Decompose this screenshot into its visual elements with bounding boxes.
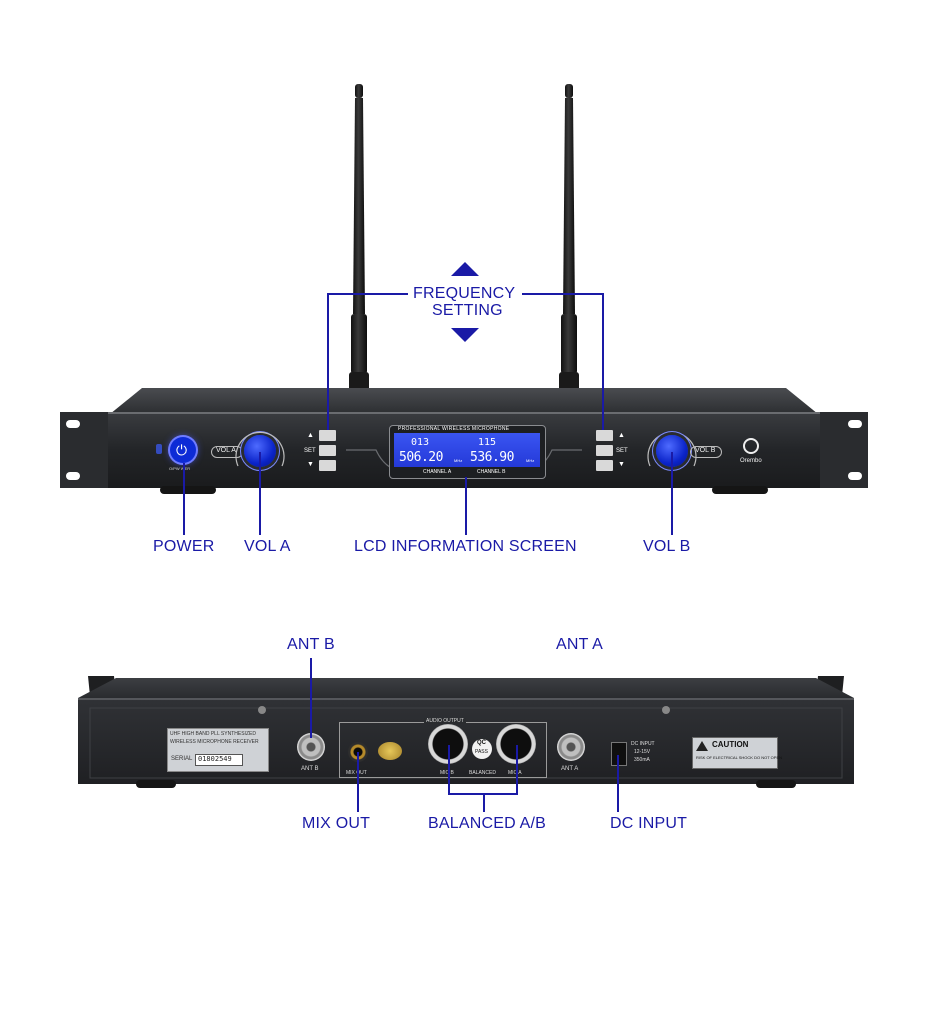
dc-input-callout: DC INPUT (610, 815, 688, 832)
set-button-left[interactable] (319, 445, 336, 456)
balanced-leader-left (448, 745, 450, 794)
lcd-channel-b-number: 115 (478, 437, 497, 448)
dc-input-leader (617, 755, 619, 812)
set-button-right[interactable] (596, 445, 613, 456)
lcd-screen-callout: LCD INFORMATION SCREEN (354, 538, 577, 555)
channel-a-label: CHANNEL A (423, 469, 452, 475)
freq-down-button-left[interactable] (319, 460, 336, 471)
down-arrow-left-icon: ▼ (307, 461, 314, 468)
dc-input-panel-line3: 350mA (634, 757, 650, 763)
power-switch-label: O/PW WER (169, 466, 191, 471)
vol-b-label-box (690, 446, 722, 458)
frequency-leader-left-h (327, 293, 408, 295)
vol-a-panel-label: VOL A (216, 447, 236, 454)
audio-output-label: AUDIO OUTPUT (424, 718, 466, 724)
down-arrow-right-icon: ▼ (618, 461, 625, 468)
sticker-line2: WIRELESS MICROPHONE RECEIVER (170, 739, 259, 745)
lcd-frequency-b: 536.90 (470, 450, 514, 465)
ant-a-panel-label: ANT A (561, 766, 579, 772)
dc-input-jack[interactable] (611, 742, 627, 766)
caution-text: RISK OF ELECTRICAL SHOCK DO NOT OPEN (696, 755, 783, 760)
freq-down-button-right[interactable] (596, 460, 613, 471)
caution-title: CAUTION (712, 740, 749, 749)
dc-input-panel-line2: 12-15V (634, 749, 651, 755)
lcd-screen (394, 433, 540, 467)
lcd-unit-b: MHz (526, 458, 535, 463)
frequency-leader-left-v (327, 293, 329, 430)
vol-a-label-box (211, 446, 243, 458)
lcd-header: PROFESSIONAL WIRELESS MICROPHONE (398, 426, 510, 432)
lcd-channel-a-number: 013 (411, 437, 430, 448)
vol-b-leader (671, 452, 673, 535)
pass-label: PASS (475, 749, 488, 755)
vol-a-leader (259, 452, 261, 535)
mic-b-panel-label: MIC B (440, 770, 454, 776)
set-label-right: SET (616, 448, 628, 454)
gold-sticker (378, 742, 402, 760)
qc-label: QC (477, 740, 486, 746)
frequency-setting-callout-line1: FREQUENCY (413, 285, 516, 302)
power-indicator (156, 444, 162, 454)
mix-out-panel-label: MIX OUT (346, 770, 367, 776)
ant-b-callout: ANT B (287, 636, 335, 653)
vol-a-scale (235, 431, 285, 467)
power-icon: ⏻ (176, 442, 188, 458)
ant-a-connector[interactable] (557, 733, 585, 761)
serial-box (195, 754, 243, 766)
vol-a-callout: VOL A (244, 538, 291, 555)
channel-b-label: CHANNEL B (477, 469, 506, 475)
antenna-left (349, 84, 369, 404)
brand-logo-icon (743, 438, 759, 454)
serial-value: 01802549 (198, 755, 232, 763)
frequency-setting-down-arrow-icon (451, 328, 479, 342)
lcd-leader (465, 477, 467, 535)
mic-a-panel-label: MIC A (508, 770, 522, 776)
serial-label: SERIAL (171, 756, 193, 762)
set-label-left: SET (304, 448, 316, 454)
balanced-panel-label: BALANCED (469, 770, 496, 776)
up-arrow-right-icon: ▲ (618, 432, 625, 439)
frequency-setting-callout-line2: SETTING (432, 302, 503, 319)
frequency-leader-right-v (602, 293, 604, 430)
mix-out-leader (357, 752, 359, 812)
frequency-setting-up-arrow-icon (451, 262, 479, 276)
sticker-line1: UHF HIGH BAND PLL SYNTHESIZED (170, 731, 256, 737)
balanced-callout: BALANCED A/B (428, 815, 547, 832)
ant-b-leader (310, 658, 312, 738)
vol-b-panel-label: VOL B (695, 447, 716, 454)
ant-b-panel-label: ANT B (301, 766, 319, 772)
brand-name: Orembo (740, 458, 762, 464)
lcd-frequency-a: 506.20 (399, 450, 443, 465)
ant-a-callout: ANT A (556, 636, 603, 653)
freq-up-button-left[interactable] (319, 430, 336, 441)
antenna-right (559, 84, 579, 404)
frequency-leader-right-h (522, 293, 604, 295)
balanced-leader-right (516, 745, 518, 794)
balanced-leader-v (483, 793, 485, 812)
up-arrow-left-icon: ▲ (307, 432, 314, 439)
qc-pass-badge (472, 739, 492, 759)
lcd-unit-a: MHz (454, 458, 463, 463)
dc-input-panel-line1: DC INPUT (631, 741, 655, 747)
power-callout: POWER (153, 538, 215, 555)
power-leader (183, 463, 185, 535)
vol-b-callout: VOL B (643, 538, 691, 555)
freq-up-button-right[interactable] (596, 430, 613, 441)
mix-out-callout: MIX OUT (302, 815, 371, 832)
power-button[interactable] (170, 437, 196, 463)
caution-warning-icon (696, 741, 708, 751)
